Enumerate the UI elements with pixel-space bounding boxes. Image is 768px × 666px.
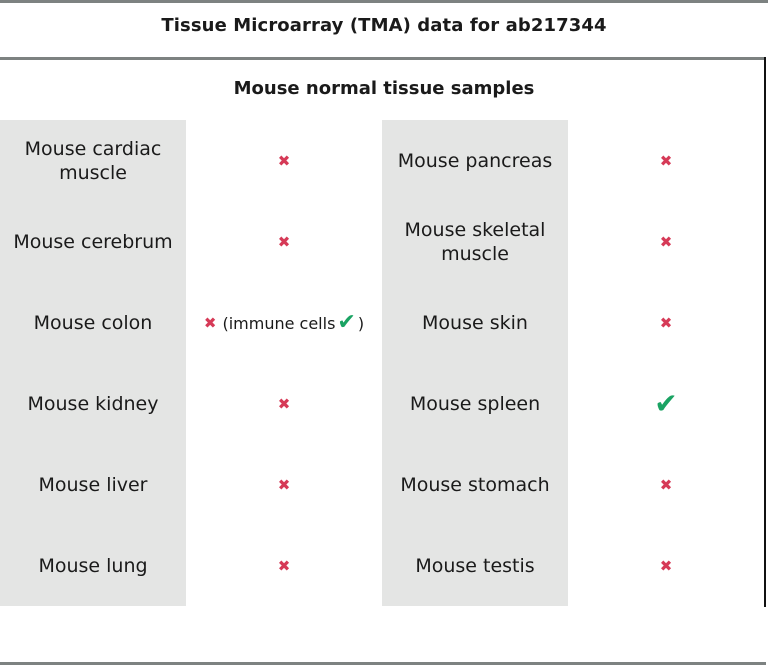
result-cell: ✖ [568, 282, 764, 363]
right-border [764, 57, 766, 607]
cross-icon: ✖ [659, 556, 673, 575]
tissue-column-right-background [382, 120, 568, 606]
cross-icon: ✖ [659, 475, 673, 494]
bottom-rule [0, 662, 766, 665]
tissue-name: Mouse spleen [409, 392, 541, 415]
check-icon: ✔ [654, 387, 678, 420]
result-with-note: ✖ (immune cells✔) [204, 310, 364, 335]
cross-icon: ✖ [277, 556, 291, 575]
cross-icon: ✖ [277, 394, 291, 413]
tissue-name: Mouse colon [33, 311, 153, 334]
table-row: Mouse kidney ✖ Mouse spleen ✔ [0, 363, 764, 444]
tissue-name: Mouse lung [38, 554, 148, 577]
result-cell: ✖ (immune cells✔) [186, 282, 382, 363]
cross-icon: ✖ [659, 151, 673, 170]
check-icon: ✔ [337, 310, 356, 335]
tissue-column-left-background [0, 120, 186, 606]
top-rule [0, 0, 768, 3]
section-title: Mouse normal tissue samples [233, 78, 535, 99]
result-cell: ✔ [568, 363, 764, 444]
cross-icon: ✖ [659, 232, 673, 251]
tissue-name: Mouse kidney [27, 392, 159, 415]
note-open: (immune cells [222, 314, 336, 333]
tma-results-table: Mouse cardiac muscle ✖ Mouse pancreas ✖ … [0, 120, 764, 606]
page-title: Tissue Microarray (TMA) data for ab21734… [161, 15, 607, 36]
note-text: (immune cells✔) [222, 310, 364, 335]
result-cell: ✖ [186, 120, 382, 201]
cross-icon: ✖ [659, 313, 673, 332]
tissue-name: Mouse liver [38, 473, 148, 496]
cross-icon: ✖ [203, 313, 217, 332]
tissue-name: Mouse skeletal muscle [404, 218, 546, 265]
tissue-name: Mouse stomach [400, 473, 550, 496]
cross-icon: ✖ [277, 475, 291, 494]
table-row: Mouse cardiac muscle ✖ Mouse pancreas ✖ [0, 120, 764, 201]
result-cell: ✖ [186, 363, 382, 444]
tissue-name: Mouse pancreas [397, 149, 553, 172]
table-row: Mouse colon ✖ (immune cells✔) Mouse skin… [0, 282, 764, 363]
result-cell: ✖ [186, 525, 382, 606]
table-row: Mouse lung ✖ Mouse testis ✖ [0, 525, 764, 606]
result-cell: ✖ [568, 201, 764, 282]
cross-icon: ✖ [277, 151, 291, 170]
table-row: Mouse liver ✖ Mouse stomach ✖ [0, 444, 764, 525]
result-cell: ✖ [186, 201, 382, 282]
result-cell: ✖ [568, 444, 764, 525]
cross-icon: ✖ [277, 232, 291, 251]
tissue-name: Mouse cardiac muscle [24, 137, 162, 184]
tissue-name: Mouse testis [415, 554, 535, 577]
tissue-name: Mouse cerebrum [13, 230, 173, 253]
result-cell: ✖ [186, 444, 382, 525]
result-cell: ✖ [568, 120, 764, 201]
note-close: ) [357, 314, 365, 333]
tissue-name: Mouse skin [422, 311, 528, 334]
header-rule [0, 57, 766, 60]
table-row: Mouse cerebrum ✖ Mouse skeletal muscle ✖ [0, 201, 764, 282]
result-cell: ✖ [568, 525, 764, 606]
